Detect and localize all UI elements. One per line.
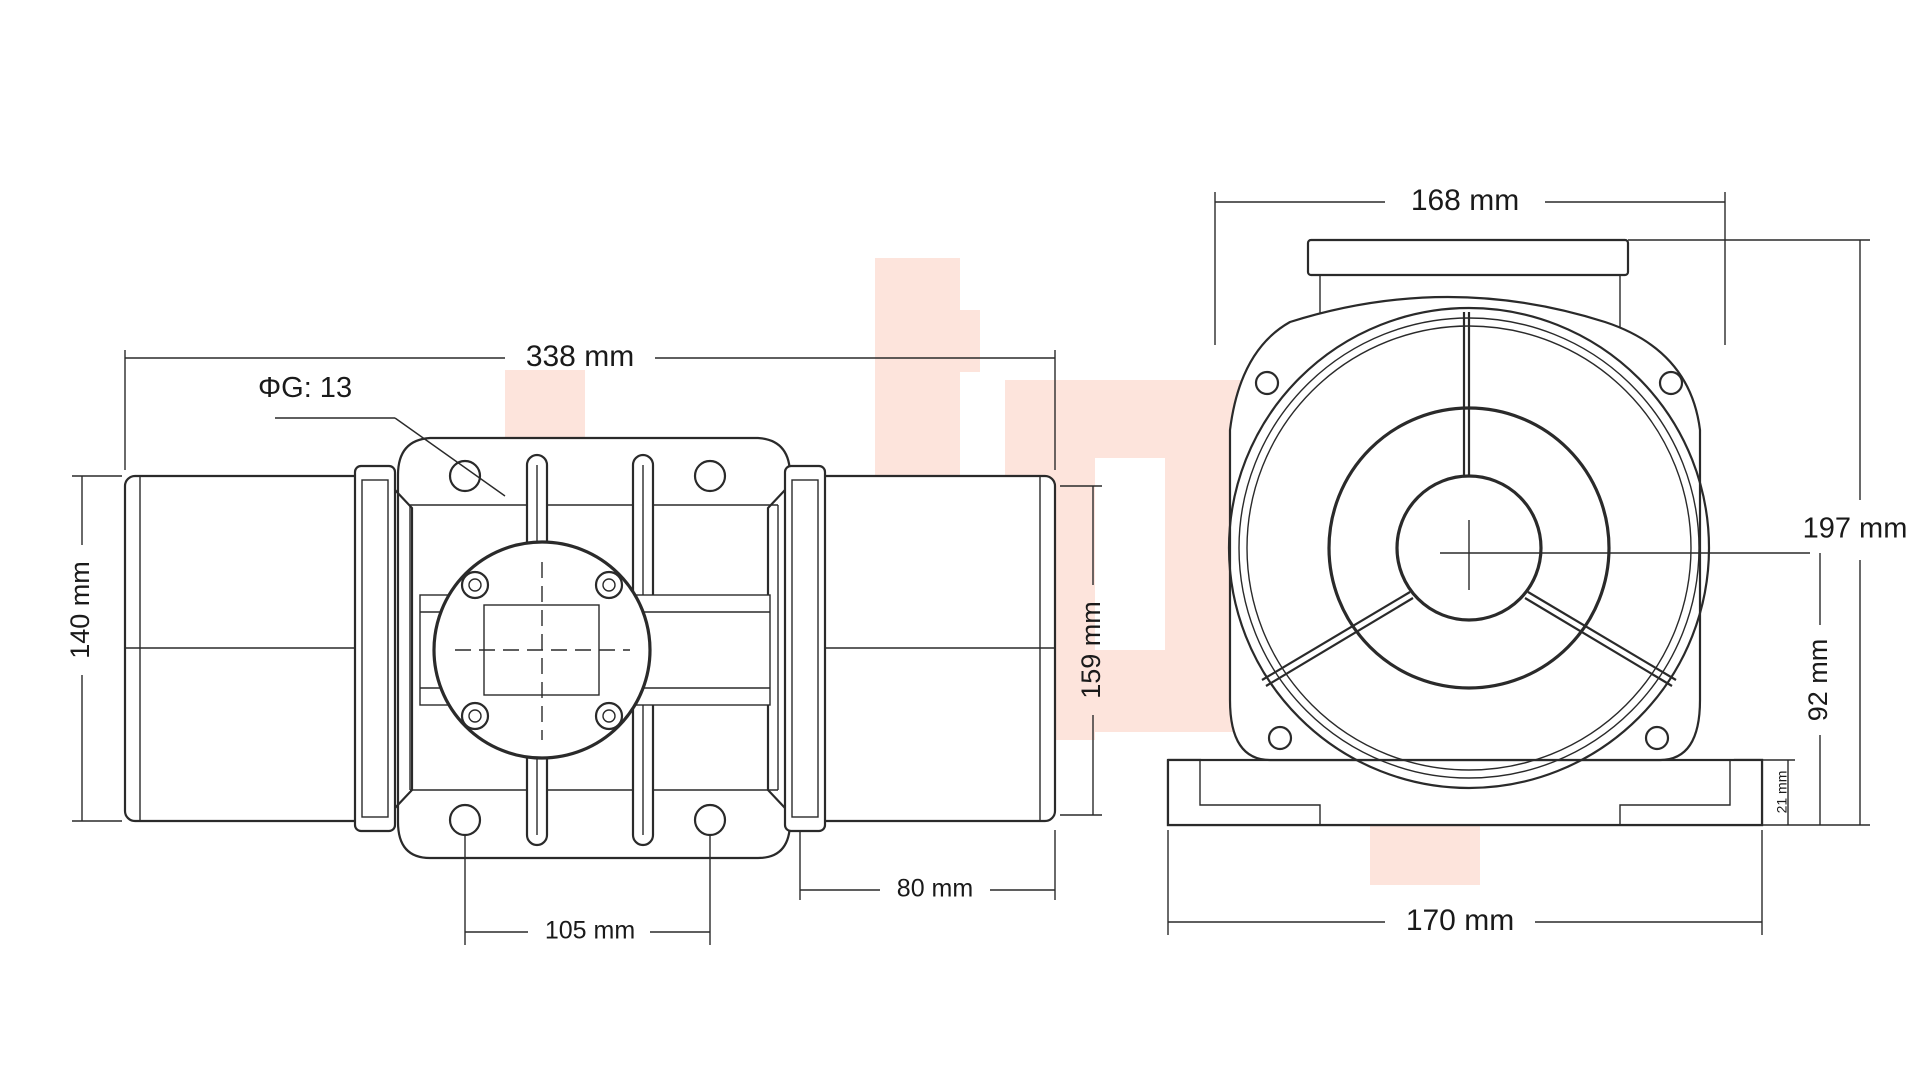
motor-base: [1166, 758, 1764, 827]
dim-total-height: 197 mm: [1628, 239, 1908, 826]
dim-label-hole-diameter: ΦG: 13: [258, 372, 352, 404]
dim-label-body-height: 159 mm: [1076, 601, 1106, 699]
mounting-holes: [448, 459, 727, 837]
dim-top-width: 168 mm: [1214, 184, 1726, 345]
dim-label-end-length: 80 mm: [897, 875, 973, 903]
dim-base-height: 21 mm: [1762, 759, 1795, 825]
right-motor-cylinder: [808, 474, 1057, 823]
terminal-box: [432, 540, 652, 760]
dim-label-hole-spacing: 105 mm: [545, 917, 635, 945]
front-terminal-box: [1306, 238, 1630, 336]
dim-label-overall-length: 338 mm: [526, 340, 634, 373]
side-view: 338 mm ΦG: 13 140 mm 159 mm: [65, 340, 1106, 945]
dim-overall-length: 338 mm: [124, 340, 1056, 470]
dim-end-length: 80 mm: [799, 830, 1056, 903]
dim-base-width: 170 mm: [1167, 830, 1763, 937]
dim-hole-spacing: 105 mm: [464, 835, 711, 945]
flange-bolts: [1254, 370, 1684, 751]
motor-housing: [1227, 295, 1810, 790]
dim-label-base-height: 21 mm: [1774, 771, 1790, 814]
dim-height: 140 mm: [65, 475, 122, 822]
dim-label-center-height: 92 mm: [1803, 639, 1833, 722]
dim-center-height: 92 mm: [1803, 553, 1833, 825]
left-flange: [353, 464, 414, 833]
dim-label-top-width: 168 mm: [1411, 184, 1519, 217]
dim-body-height: 159 mm: [1060, 485, 1106, 816]
dim-label-height: 140 mm: [65, 561, 95, 659]
front-view: 168 mm 197 mm 92 mm 21 mm 170 mm: [1166, 184, 1908, 937]
right-flange: [766, 464, 827, 833]
dim-hole-diameter: ΦG: 13: [258, 372, 506, 497]
left-motor-cylinder: [123, 474, 367, 823]
fan-spokes: [1261, 312, 1677, 687]
dim-label-total-height: 197 mm: [1803, 513, 1908, 545]
dim-label-base-width: 170 mm: [1406, 904, 1514, 937]
